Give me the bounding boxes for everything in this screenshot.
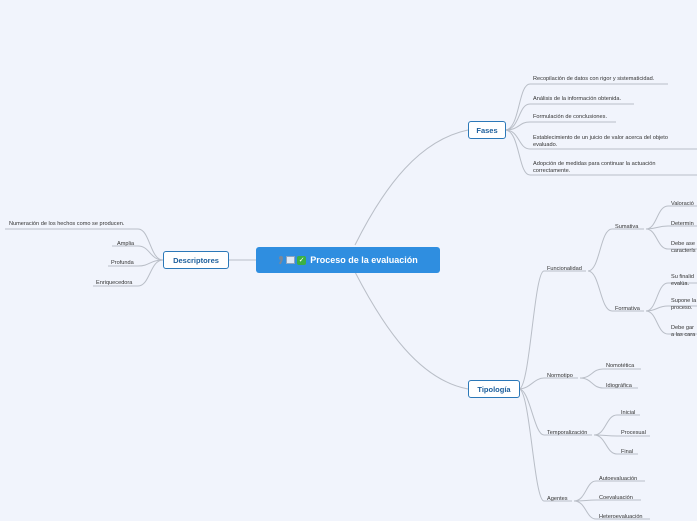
topic-descriptores-label: Descriptores xyxy=(173,255,219,265)
funcionalidad-sumativa[interactable]: Sumativa xyxy=(615,224,639,230)
temporalizacion-item-2[interactable]: Procesual xyxy=(621,430,646,436)
fases-item-2[interactable]: Análisis de la información obtenida. xyxy=(533,96,621,102)
tipologia-agentes[interactable]: Agentes xyxy=(547,496,568,502)
descriptores-item-2[interactable]: Amplia xyxy=(117,241,135,247)
sumativa-item-2[interactable]: Determin xyxy=(671,221,694,227)
funcionalidad-formativa[interactable]: Formativa xyxy=(615,306,640,312)
formativa-item-2[interactable]: Supone la proceso. xyxy=(671,298,697,311)
agentes-item-1[interactable]: Autoevaluación xyxy=(599,476,638,482)
sumativa-item-1[interactable]: Valoració xyxy=(671,201,694,207)
topic-tipologia-label: Tipología xyxy=(477,384,511,394)
fases-item-4[interactable]: Establecimiento de un juicio de valor ac… xyxy=(533,135,668,148)
check-icon: ✓ xyxy=(297,255,307,265)
document-icon xyxy=(286,256,296,264)
sumativa-item-3[interactable]: Debe ase caracterís xyxy=(671,241,696,254)
topic-descriptores[interactable]: Descriptores xyxy=(163,251,229,269)
fases-item-3[interactable]: Formulación de conclusiones. xyxy=(533,114,607,120)
fases-item-5[interactable]: Adopción de medidas para continuar la ac… xyxy=(533,161,656,174)
temporalizacion-item-3[interactable]: Final xyxy=(621,449,634,455)
tipologia-temporalizacion[interactable]: Temporalización xyxy=(547,430,588,436)
descriptores-item-4[interactable]: Enriquecedora xyxy=(96,280,133,286)
topic-fases[interactable]: Fases xyxy=(468,121,506,139)
root-node[interactable]: ✓ Proceso de la evaluación xyxy=(256,247,440,273)
pin-icon xyxy=(278,256,284,264)
tipologia-funcionalidad[interactable]: Funcionalidad xyxy=(547,266,582,272)
descriptores-item-3[interactable]: Profunda xyxy=(111,260,134,266)
fases-item-1[interactable]: Recopilación de datos con rigor y sistem… xyxy=(533,76,655,82)
topic-fases-label: Fases xyxy=(476,125,498,135)
connector-root-tipologia xyxy=(354,271,469,390)
descriptores-item-1[interactable]: Numeración de los hechos como se produce… xyxy=(9,221,125,227)
connector-root-fases xyxy=(354,129,469,246)
normotipo-item-1[interactable]: Nomotética xyxy=(606,363,635,369)
formativa-item-3[interactable]: Debe gar a las cara xyxy=(671,325,696,338)
agentes-item-2[interactable]: Coevaluación xyxy=(599,495,633,501)
formativa-item-1[interactable]: Su finalid evalúa. xyxy=(671,274,695,287)
temporalizacion-item-1[interactable]: Inicial xyxy=(621,410,636,416)
agentes-item-3[interactable]: Heteroevaluación xyxy=(599,514,643,520)
topic-tipologia[interactable]: Tipología xyxy=(468,380,520,398)
tipologia-normotipo[interactable]: Normotipo xyxy=(547,373,573,379)
root-title: Proceso de la evaluación xyxy=(310,255,418,265)
normotipo-item-2[interactable]: Idiográfica xyxy=(606,383,632,389)
